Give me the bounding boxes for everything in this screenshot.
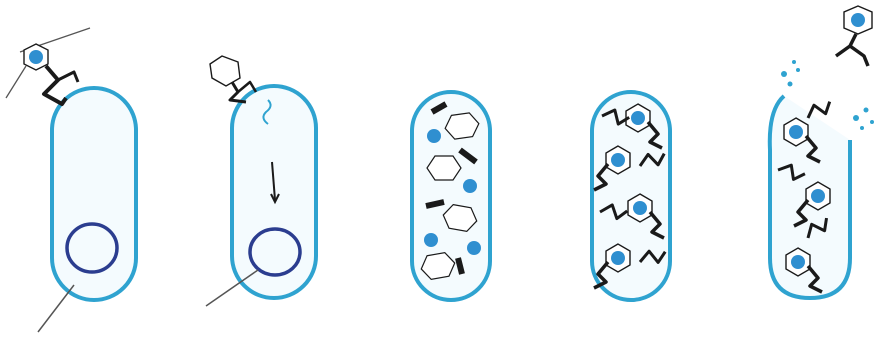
stage-lysis <box>770 6 874 298</box>
stage-attachment <box>6 28 136 332</box>
dna-tail-line <box>38 285 74 332</box>
dna-circle-icon <box>67 224 117 272</box>
stage-synthesis <box>412 92 490 300</box>
stage-injection <box>206 56 316 306</box>
dna-circle-icon <box>250 229 300 275</box>
stage-assembly <box>592 92 670 300</box>
released-phage-icon <box>836 6 872 66</box>
